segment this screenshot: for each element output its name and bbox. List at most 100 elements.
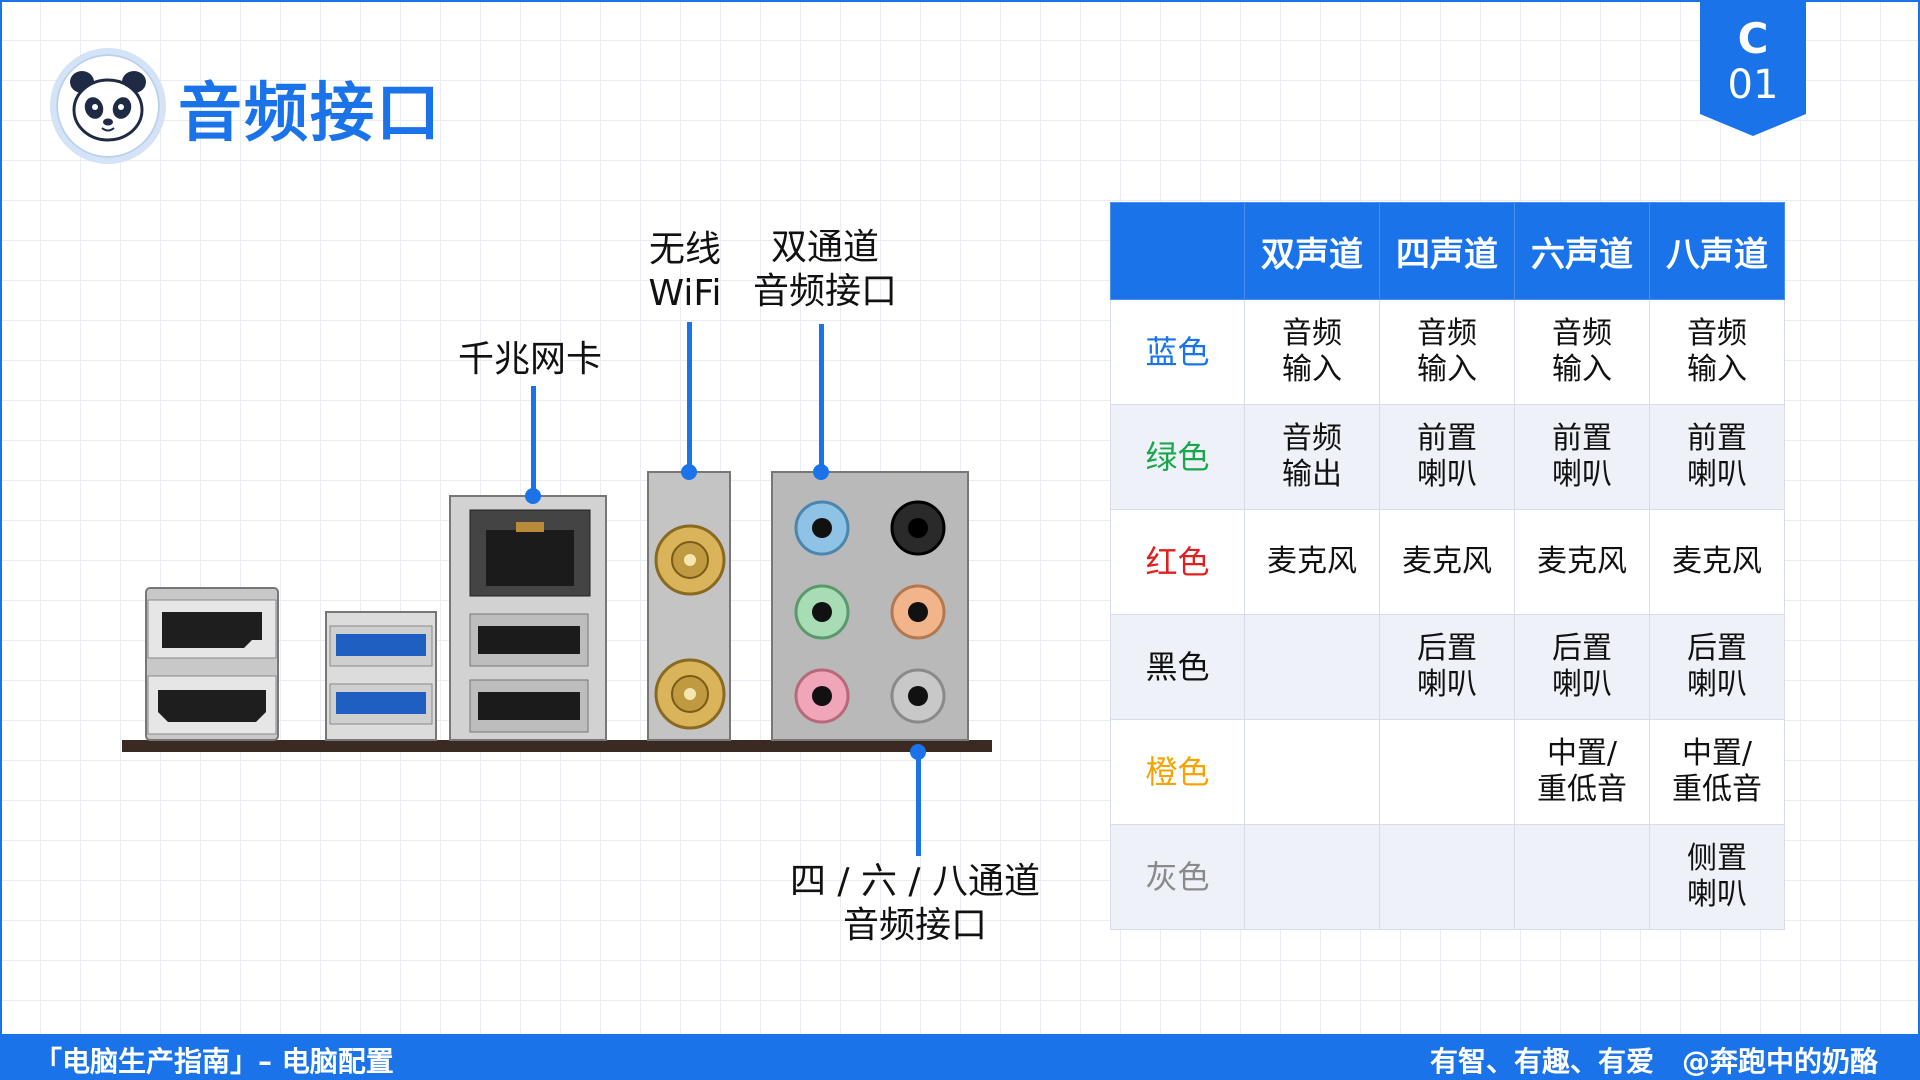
table-cell-line: 喇叭: [1687, 877, 1747, 912]
multi-pointer: [916, 752, 921, 856]
table-cell-line: 喇叭: [1417, 667, 1477, 702]
table-cell: 音频输入: [1649, 299, 1785, 405]
multi-channel-audio-label: 四 / 六 / 八通道 音频接口: [770, 860, 1060, 948]
table-cell: 麦克风: [1514, 509, 1650, 615]
table-row: 黑色后置喇叭后置喇叭后置喇叭: [1110, 614, 1785, 720]
table-cell-line: 音频: [1552, 316, 1612, 351]
audio-channel-table: 双声道 四声道 六声道 八声道 蓝色音频输入音频输入音频输入音频输入绿色音频输出…: [1110, 202, 1785, 930]
table-row: 蓝色音频输入音频输入音频输入音频输入: [1110, 299, 1785, 405]
table-cell-line: 喇叭: [1417, 457, 1477, 492]
io-panel-illustration: [145, 471, 969, 741]
table-cell-line: 音频: [1417, 316, 1477, 351]
table-cell-line: 侧置: [1687, 841, 1747, 876]
display-ports-icon: [145, 587, 279, 741]
table-cell: 麦克风: [1379, 509, 1515, 615]
footer-series-title: 「电脑生产指南」– 电脑配置: [34, 1045, 394, 1078]
table-cell-line: 输出: [1282, 457, 1342, 492]
row-color-label: 橙色: [1110, 719, 1245, 825]
table-cell-line: 麦克风: [1402, 544, 1492, 579]
table-cell: 后置喇叭: [1514, 614, 1650, 720]
table-cell-line: 音频: [1282, 421, 1342, 456]
lan-pointer: [531, 386, 536, 496]
table-cell-line: 前置: [1552, 421, 1612, 456]
table-cell-line: 中置/: [1681, 736, 1753, 771]
stereo-pointer-dot: [813, 464, 829, 480]
table-cell: 音频输入: [1244, 299, 1380, 405]
usb3-ports-icon: [325, 611, 437, 741]
row-color-label: 红色: [1110, 509, 1245, 615]
table-cell: 后置喇叭: [1649, 614, 1785, 720]
table-cell: 音频输入: [1379, 299, 1515, 405]
table-cell: 前置喇叭: [1514, 404, 1650, 510]
table-cell-line: 输入: [1552, 352, 1612, 387]
stereo-audio-label: 双通道 音频接口: [740, 226, 910, 314]
stereo-label-line1: 双通道: [770, 227, 879, 268]
table-cell-line: 喇叭: [1552, 667, 1612, 702]
table-cell-line: 音频: [1687, 316, 1747, 351]
wifi-antenna-icon: [647, 471, 731, 741]
table-row: 红色麦克风麦克风麦克风麦克风: [1110, 509, 1785, 615]
table-cell: 音频输出: [1244, 404, 1380, 510]
multi-label-line2: 音频接口: [842, 905, 987, 946]
lan-pointer-dot: [525, 488, 541, 504]
badge-number: 01: [1727, 62, 1779, 108]
table-cell-line: 输入: [1417, 352, 1477, 387]
table-cell: 前置喇叭: [1649, 404, 1785, 510]
table-row: 灰色 侧置喇叭: [1110, 824, 1785, 930]
table-cell-line: 后置: [1552, 631, 1612, 666]
table-cell-line: 输入: [1687, 352, 1747, 387]
table-cell-line: 喇叭: [1687, 667, 1747, 702]
page-title: 音频接口: [178, 77, 442, 151]
table-cell-line: 后置: [1687, 631, 1747, 666]
table-cell: 侧置喇叭: [1649, 824, 1785, 930]
table-cell-line: 喇叭: [1552, 457, 1612, 492]
table-cell-line: 输入: [1282, 352, 1342, 387]
table-header-cell: 四声道: [1379, 202, 1515, 300]
table-cell: 音频输入: [1514, 299, 1650, 405]
audio-jacks-icon: [771, 471, 969, 741]
table-cell-line: 重低音: [1672, 772, 1762, 807]
table-row: 绿色音频输出前置喇叭前置喇叭前置喇叭: [1110, 404, 1785, 510]
table-cell-line: 麦克风: [1537, 544, 1627, 579]
table-header-cell: 双声道: [1244, 202, 1380, 300]
table-cell-line: 前置: [1417, 421, 1477, 456]
row-color-label: 灰色: [1110, 824, 1245, 930]
table-cell: 麦克风: [1244, 509, 1380, 615]
table-header-row: 双声道 四声道 六声道 八声道: [1110, 202, 1785, 300]
table-cell-line: 麦克风: [1672, 544, 1762, 579]
table-cell-line: 重低音: [1537, 772, 1627, 807]
table-cell: 前置喇叭: [1379, 404, 1515, 510]
wifi-pointer: [687, 322, 692, 472]
table-cell-line: 后置: [1417, 631, 1477, 666]
table-cell: 中置/重低音: [1649, 719, 1785, 825]
lan-label: 千兆网卡: [457, 339, 602, 380]
table-header-cell: 八声道: [1649, 202, 1785, 300]
io-panel-base: [122, 740, 992, 752]
wifi-label-line1: 无线: [648, 229, 721, 270]
table-cell: [1514, 824, 1650, 930]
row-color-label: 蓝色: [1110, 299, 1245, 405]
wifi-pointer-dot: [681, 464, 697, 480]
row-color-label: 绿色: [1110, 404, 1245, 510]
table-cell: [1379, 719, 1515, 825]
table-row: 橙色中置/重低音中置/重低音: [1110, 719, 1785, 825]
table-cell: [1379, 824, 1515, 930]
table-cell-line: 喇叭: [1687, 457, 1747, 492]
table-cell: [1244, 824, 1380, 930]
footer-bar: 「电脑生产指南」– 电脑配置 有智、有趣、有爱 @奔跑中的奶酪: [0, 1034, 1920, 1080]
table-cell: 麦克风: [1649, 509, 1785, 615]
table-cell-line: 麦克风: [1267, 544, 1357, 579]
row-color-label: 黑色: [1110, 614, 1245, 720]
lan-usb-ports-icon: [449, 495, 607, 741]
table-cell: [1244, 719, 1380, 825]
multi-label-line1: 四 / 六 / 八通道: [789, 861, 1041, 902]
table-cell: 中置/重低音: [1514, 719, 1650, 825]
badge-letter: C: [1737, 14, 1769, 63]
table-cell-line: 音频: [1282, 316, 1342, 351]
table-header-cell: [1110, 202, 1245, 300]
table-cell-line: 中置/: [1546, 736, 1618, 771]
table-cell-line: 前置: [1687, 421, 1747, 456]
wifi-label: 无线 WiFi: [620, 228, 750, 316]
table-cell: [1244, 614, 1380, 720]
section-badge: [1700, 0, 1806, 136]
